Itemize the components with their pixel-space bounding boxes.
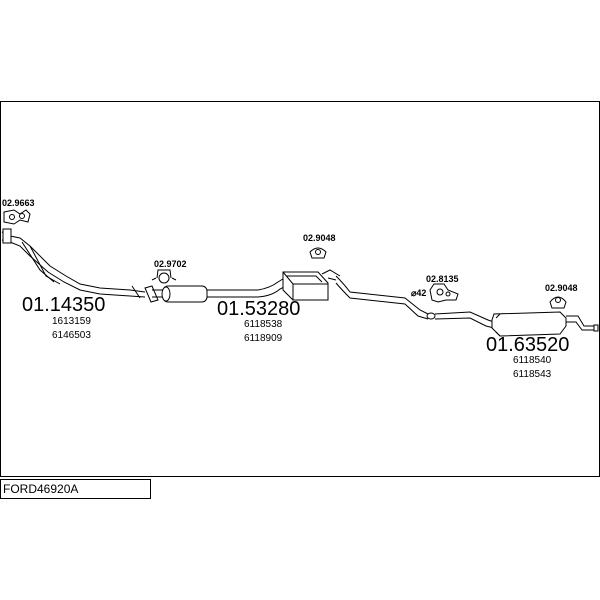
accessory-label: 02.9048 [303, 233, 336, 243]
accessory-label: 02.9663 [2, 198, 35, 208]
rear-section [335, 275, 599, 337]
hanger-02-9048-mid-icon [309, 247, 327, 259]
oem-reference: 6118543 [513, 369, 552, 380]
front-pipe [1, 228, 159, 303]
accessory-label: 02.9702 [154, 259, 187, 269]
oem-reference: 6118538 [244, 319, 283, 330]
pipe-diameter-label: ⌀42 [411, 288, 426, 298]
hanger-02-8135-icon [429, 283, 459, 303]
part-number: 01.53280 [217, 298, 300, 320]
hanger-02-9048-rear-icon [549, 296, 567, 309]
part-number: 01.63520 [486, 334, 569, 356]
accessory-label: 02.8135 [426, 274, 459, 284]
oem-reference: 6118540 [513, 355, 552, 366]
oem-reference: 1613159 [52, 316, 91, 327]
clamp-02-9702-icon [151, 269, 177, 284]
gasket-02-9663-icon [3, 209, 31, 225]
oem-reference: 6118909 [244, 333, 283, 344]
centre-pipe [152, 269, 341, 303]
accessory-label: 02.9048 [545, 283, 578, 293]
oem-reference: 6146503 [52, 330, 91, 341]
part-number: 01.14350 [22, 294, 105, 316]
diagram-code: FORD46920A [0, 479, 151, 499]
